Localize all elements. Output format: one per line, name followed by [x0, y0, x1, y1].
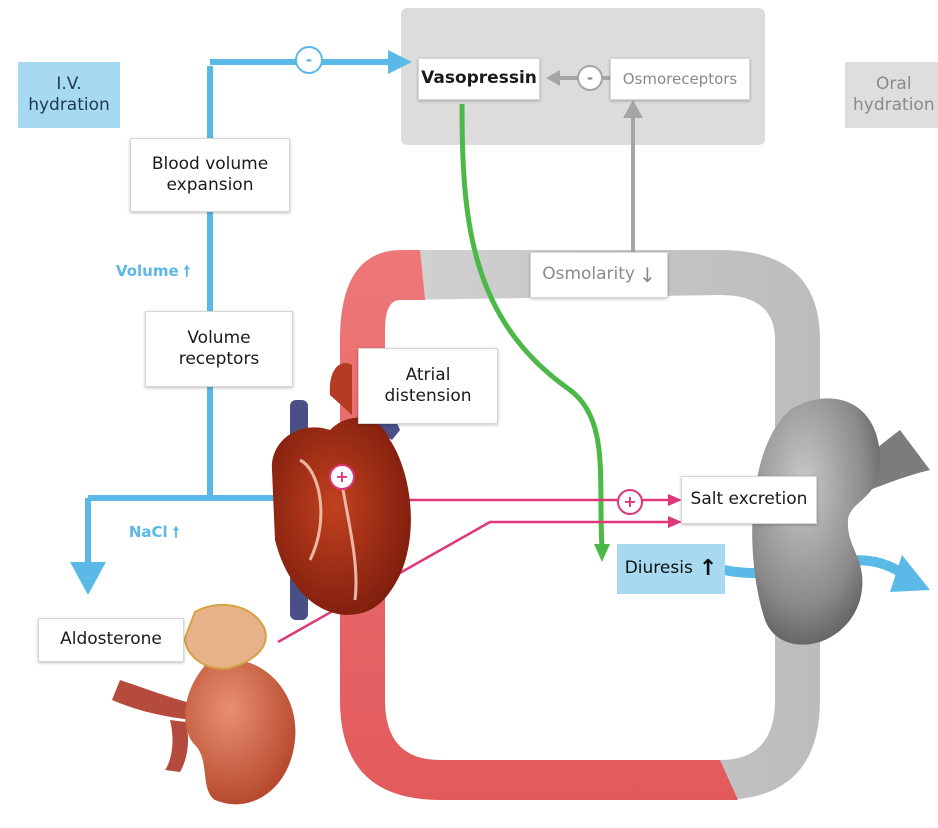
arrow-up-icon: 🠕 — [184, 262, 190, 281]
blood-volume-expansion-box: Blood volume expansion — [130, 138, 290, 212]
vasopressin-text: Vasopressin — [421, 68, 537, 89]
nacl-down-arrow — [70, 562, 106, 595]
osmoreceptors-box: Osmoreceptors — [610, 58, 750, 100]
oral-hydration-text: Oral hydration — [853, 74, 935, 117]
iv-hydration-text: I.V. hydration — [28, 74, 110, 117]
plus-glyph: + — [335, 467, 348, 487]
iv-hydration-label: I.V. hydration — [18, 62, 120, 128]
plus-sign-heart: + — [329, 464, 355, 490]
aldosterone-text: Aldosterone — [60, 629, 162, 650]
arrow-down-icon: ↓ — [639, 263, 656, 288]
plus-sign-salt: + — [617, 489, 643, 515]
plus-glyph: + — [623, 492, 636, 512]
volume-up-label: Volume 🠕 — [98, 258, 208, 284]
oral-hydration-label: Oral hydration — [845, 62, 938, 128]
diuresis-label: Diuresis ↑ — [617, 544, 725, 594]
salt-excretion-text: Salt excretion — [691, 489, 808, 510]
aldosterone-box: Aldosterone — [38, 618, 184, 662]
vasopressin-to-diuresis-arrow — [462, 104, 602, 548]
volume-text: Volume — [116, 262, 179, 281]
blood-volume-expansion-text: Blood volume expansion — [152, 154, 268, 197]
arrow-up-icon: ↑ — [699, 555, 717, 583]
vasopressin-box: Vasopressin — [418, 58, 540, 100]
salt-excretion-box: Salt excretion — [681, 476, 817, 524]
volume-receptors-box: Volume receptors — [145, 311, 293, 387]
arrow-up-icon: 🠕 — [173, 523, 179, 542]
nacl-text: NaCl — [129, 523, 168, 542]
minus-glyph: - — [306, 50, 313, 70]
atrial-distension-text: Atrial distension — [384, 365, 471, 408]
minus-sign-volume: - — [295, 46, 323, 74]
nacl-up-label: NaCl 🠕 — [114, 520, 194, 544]
circulation-loop-gray — [340, 250, 820, 800]
minus-sign-osmoreceptors: - — [577, 65, 603, 91]
volume-receptors-text: Volume receptors — [179, 328, 260, 371]
minus-glyph: - — [587, 69, 593, 88]
atrial-distension-box: Atrial distension — [358, 348, 498, 424]
osmolarity-box: Osmolarity ↓ — [530, 252, 668, 298]
diuresis-text: Diuresis — [625, 558, 693, 579]
osmolarity-text: Osmolarity — [542, 264, 635, 285]
osmoreceptors-text: Osmoreceptors — [623, 70, 738, 89]
